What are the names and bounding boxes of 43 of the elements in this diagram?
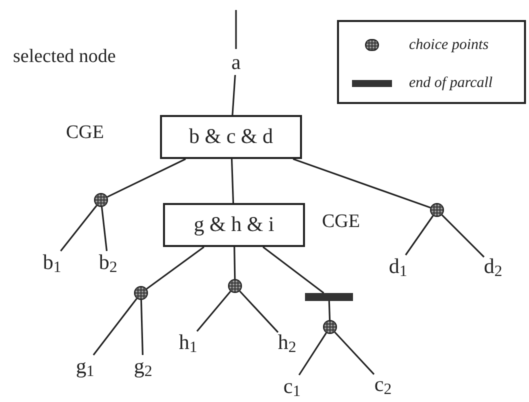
connector-line bbox=[230, 158, 234, 204]
side-label: CGE bbox=[322, 212, 360, 231]
side-label: CGE bbox=[66, 123, 104, 142]
choice-point bbox=[430, 203, 444, 217]
goal-label: g$_{2}$ bbox=[134, 355, 152, 377]
goal-label: b$_{1}$ bbox=[43, 251, 61, 273]
goal-label: a bbox=[229, 49, 243, 75]
choice-point bbox=[134, 286, 148, 300]
connector-line bbox=[239, 290, 279, 333]
goal-label: b$_{2}$ bbox=[99, 251, 117, 273]
connector-line bbox=[292, 158, 431, 208]
conjunction-box: b & c & d bbox=[160, 115, 302, 159]
goal-label: d$_{2}$ bbox=[484, 255, 502, 277]
choice-point bbox=[94, 193, 108, 207]
connector-line bbox=[92, 298, 138, 356]
connector-line bbox=[232, 74, 236, 116]
goal-label: h$_{1}$ bbox=[179, 331, 197, 353]
legend-text: end of parcall bbox=[409, 74, 493, 93]
goal-label: d$_{1}$ bbox=[389, 255, 407, 277]
connector-line bbox=[100, 206, 108, 252]
connector-line bbox=[441, 214, 485, 258]
goal-label: c$_{2}$ bbox=[374, 373, 392, 395]
connector-line bbox=[140, 300, 144, 356]
parcall-end-bar bbox=[305, 293, 353, 301]
connector-line bbox=[334, 332, 375, 375]
goal-label: g$_{1}$ bbox=[76, 355, 94, 377]
choice-point bbox=[228, 279, 242, 293]
legend-text: choice points bbox=[409, 36, 489, 55]
connector-line bbox=[328, 300, 331, 320]
connector-line bbox=[262, 246, 324, 294]
goal-label: c$_{1}$ bbox=[283, 375, 301, 397]
connector-line bbox=[196, 290, 232, 332]
conjunction-box: g & h & i bbox=[163, 203, 305, 247]
goal-label: h$_{2}$ bbox=[278, 331, 296, 353]
connector-line bbox=[106, 158, 186, 198]
connector-line bbox=[235, 10, 237, 49]
connector-line bbox=[298, 332, 327, 376]
connector-line bbox=[234, 246, 236, 280]
connector-line bbox=[60, 205, 98, 252]
choice-point bbox=[323, 320, 337, 334]
connector-line bbox=[405, 215, 434, 256]
connector-line bbox=[146, 246, 204, 290]
side-label: selected node bbox=[13, 47, 116, 66]
